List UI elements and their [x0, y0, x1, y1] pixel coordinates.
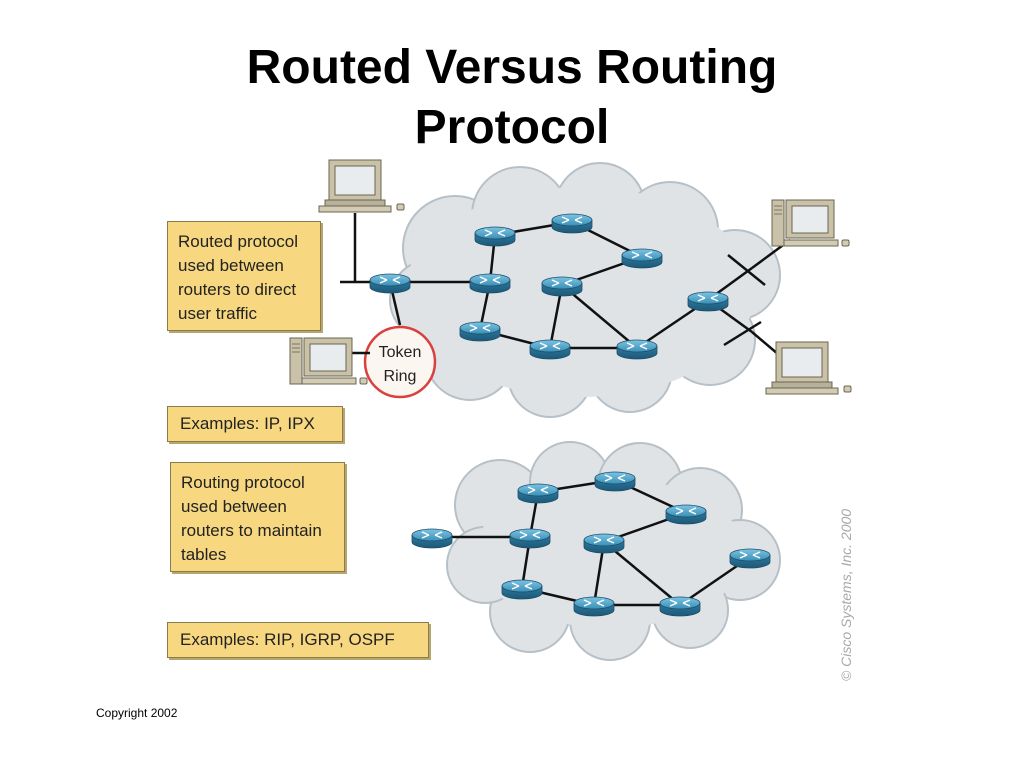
router-icon — [665, 504, 707, 525]
desktop-computer-icon — [765, 341, 852, 395]
router-icon — [411, 528, 453, 549]
routed-callout-line-2: used between — [178, 256, 284, 275]
routing-examples-text: Examples: RIP, IGRP, OSPF — [180, 630, 395, 649]
desktop-computer-icon — [318, 159, 405, 213]
routed-examples-callout: Examples: IP, IPX — [167, 406, 343, 442]
router-icon — [687, 291, 729, 312]
router-icon — [459, 321, 501, 342]
router-icon — [369, 273, 411, 294]
slide-title-line-2: Protocol — [414, 101, 610, 154]
router-icon — [517, 483, 559, 504]
copyright-footer: Copyright 2002 — [96, 706, 178, 720]
routing-callout-line-1: Routing protocol — [181, 473, 305, 492]
router-icon — [621, 248, 663, 269]
router-icon — [583, 533, 625, 554]
router-icon — [594, 471, 636, 492]
router-icon — [573, 596, 615, 617]
routed-examples-text: Examples: IP, IPX — [180, 414, 315, 433]
slide-title-line-1: Routed Versus Routing — [246, 41, 778, 94]
routed-callout-line-3: routers to direct — [178, 280, 297, 299]
router-icon — [474, 226, 516, 247]
routed-protocol-callout: Routed protocol used between routers to … — [167, 221, 321, 331]
desktop-computer-icon — [771, 199, 850, 247]
token-ring-label-line-1: Token — [379, 344, 422, 361]
routing-examples-callout: Examples: RIP, IGRP, OSPF — [167, 622, 429, 658]
desktop-computer-icon — [289, 337, 368, 385]
router-icon — [659, 596, 701, 617]
routing-callout-line-4: tables — [181, 545, 227, 564]
router-icon — [729, 548, 771, 569]
routed-callout-line-1: Routed protocol — [178, 232, 299, 251]
token-ring-icon: Token Ring — [363, 325, 437, 399]
token-ring-label-line-2: Ring — [384, 368, 417, 385]
routed-callout-line-4: user traffic — [178, 304, 258, 323]
routing-callout-line-2: used between — [181, 497, 287, 516]
slide-title: Routed Versus Routing Protocol — [0, 38, 1024, 158]
router-icon — [501, 579, 543, 600]
routing-protocol-callout: Routing protocol used between routers to… — [170, 462, 345, 572]
router-icon — [551, 213, 593, 234]
routing-callout-line-3: routers to maintain — [181, 521, 322, 540]
cisco-credit-text: © Cisco Systems, Inc. 2000 — [838, 508, 854, 682]
router-icon — [509, 528, 551, 549]
router-icon — [541, 276, 583, 297]
router-icon — [469, 273, 511, 294]
router-icon — [616, 339, 658, 360]
router-icon — [529, 339, 571, 360]
